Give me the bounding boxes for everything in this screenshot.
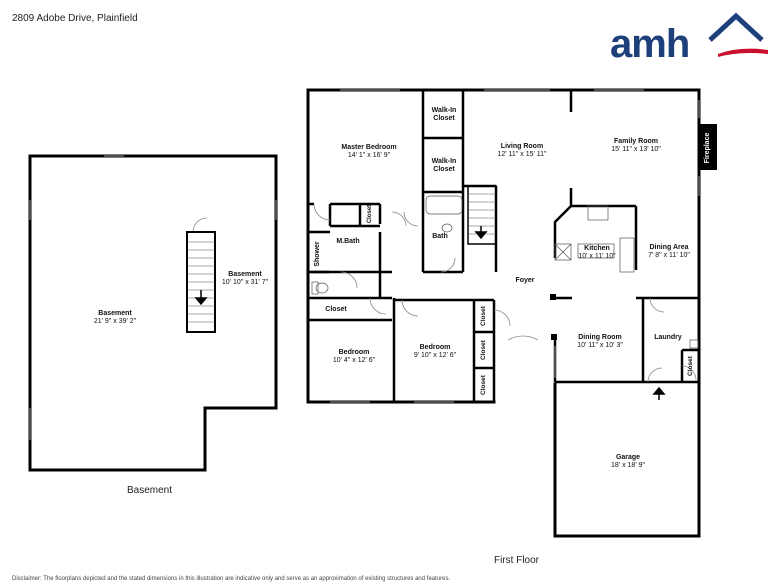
room-master-bedroom: Master Bedroom 14' 1" x 16' 9" [341,144,397,159]
property-address: 2809 Adobe Drive, Plainfield [12,13,138,24]
room-dining-area: Dining Area 7' 8" x 11' 10" [648,244,690,259]
room-foyer: Foyer [515,277,535,284]
first-floor-stairs [467,185,497,245]
room-shower: Shower [314,241,321,267]
room-living-room: Living Room 12' 11" x 15' 11" [497,143,547,158]
room-laundry: Laundry [654,334,682,341]
room-closet-hall: Closet [325,306,347,313]
room-kitchen: Kitchen 10' x 11' 10" [578,245,616,260]
room-garage: Garage 18' x 18' 9" [611,454,645,469]
room-bedroom-2: Bedroom 9' 10" x 12' 6" [413,344,457,359]
house-roof-icon [708,12,768,57]
room-closet-bedroom-3: Closet [480,375,487,395]
room-walkin-closet-1: Walk-In Closet [431,107,457,122]
room-dining-room: Dining Room 10' 11" x 10' 3" [577,334,623,349]
first-floor-caption: First Floor [494,555,539,566]
room-master-bath: M.Bath [336,238,360,245]
logo-text: amh [610,22,690,66]
room-basement-main: Basement 21' 9" x 39' 2" [93,310,137,325]
room-bedroom-1: Bedroom 10' 4" x 12' 6" [332,349,376,364]
room-walkin-closet-2: Walk-In Closet [431,158,457,173]
basement-outline [28,154,278,472]
disclaimer-text: Disclaimer: The floorplans depicted and … [12,576,451,582]
fireplace-box [699,124,717,170]
room-closet-laundry: Closet [687,356,694,376]
garage-wall [553,296,701,538]
room-closet-bedroom-1: Closet [480,306,487,326]
room-basement-side: Basement 10' 10" x 31' 7" [221,271,269,286]
basement-caption: Basement [127,485,173,496]
amh-logo: amh [610,10,770,66]
room-closet-master: Closet [367,204,373,224]
room-bath: Bath [432,233,448,240]
room-family-room: Family Room 15' 11" x 13' 10" [611,138,661,153]
room-closet-bedroom-2: Closet [480,340,487,360]
fireplace-label: Fireplace [704,132,711,164]
